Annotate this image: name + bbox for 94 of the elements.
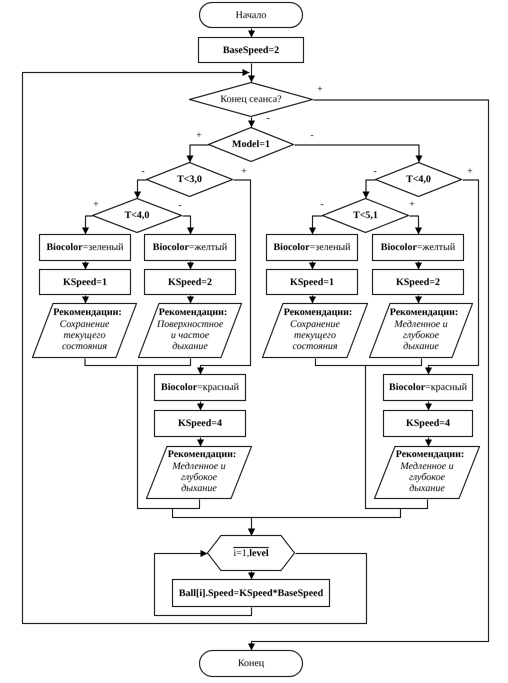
flow-arrow	[82, 261, 89, 270]
flow-arrow	[248, 571, 255, 580]
flow-arrow	[309, 216, 323, 235]
process-label: Biocolor=зеленый	[46, 242, 124, 253]
decision-diamond	[146, 162, 233, 197]
decision-diamond	[189, 82, 313, 117]
decision-diamond	[92, 198, 182, 233]
process-box	[372, 269, 464, 295]
flow-arrow	[197, 437, 204, 447]
output-parallelogram	[369, 303, 473, 358]
process-label: KSpeed=1	[290, 276, 334, 288]
process-label: BaseSpeed=2	[222, 44, 280, 56]
terminator	[199, 650, 303, 677]
condition-label: T<4,0	[124, 210, 150, 221]
output-parallelogram	[138, 303, 242, 358]
flow-arrow	[409, 216, 422, 235]
loop-hexagon	[207, 535, 295, 571]
condition-label: Model=1	[232, 139, 270, 150]
recommendation-heading: Рекомендации:	[396, 449, 464, 460]
process-box	[154, 410, 246, 437]
process-box	[198, 37, 304, 63]
terminator-label: Начало	[236, 10, 266, 20]
flow-arrow	[248, 63, 255, 83]
process-label: KSpeed=2	[168, 276, 212, 288]
recommendation-heading: Рекомендации:	[168, 449, 236, 460]
flow-arrow	[425, 437, 432, 447]
output-parallelogram	[374, 446, 480, 499]
flow-arrow	[187, 295, 194, 304]
process-box	[172, 579, 330, 607]
condition-label: T<3,0	[177, 174, 202, 185]
flow-arrow	[182, 216, 194, 235]
flow-arrow	[134, 180, 147, 199]
flow-arrow	[187, 261, 194, 270]
recommendation-heading: Рекомендации:	[284, 307, 352, 318]
process-label: Biocolor=красный	[161, 382, 239, 393]
flow-arrow	[248, 499, 428, 536]
process-label: Biocolor=зеленый	[274, 242, 350, 253]
process-label: Biocolor=желтый	[152, 242, 228, 253]
flow-arrow	[425, 401, 432, 411]
flow-arrow	[197, 401, 204, 411]
recommendation-heading: Рекомендации:	[53, 307, 122, 318]
process-label: KSpeed=4	[178, 418, 222, 429]
decision-diamond	[322, 198, 409, 233]
flow-arrow	[248, 28, 255, 38]
flow-arrow	[197, 180, 251, 375]
flow-arrow	[309, 261, 316, 270]
flow-arrow	[22, 69, 367, 624]
output-parallelogram	[32, 303, 137, 358]
process-label: Biocolor=красный	[389, 382, 467, 393]
flow-arrow	[362, 180, 376, 199]
terminator-label: Конец	[238, 658, 264, 669]
flow-arrow	[154, 550, 252, 616]
flow-arrow	[248, 100, 489, 651]
flow-arrow	[248, 117, 255, 128]
process-label: Biocolor=желтый	[380, 242, 456, 253]
output-parallelogram	[146, 446, 252, 499]
flow-arrow	[415, 261, 422, 270]
flow-arrow	[309, 295, 316, 304]
recommendation-text: Медленное и глубокое дыхание	[393, 319, 449, 352]
recommendation-text: Поверхностное и частое дыхание	[157, 319, 223, 352]
process-label: Ball[i].Speed=KSpeed*BaseSpeed	[178, 588, 324, 598]
recommendation-heading: Рекомендации:	[158, 307, 228, 318]
process-box	[144, 269, 236, 295]
recommendation-text: Медленное и глубокое дыхание	[171, 461, 227, 494]
process-box	[383, 374, 473, 401]
terminator	[199, 2, 303, 28]
process-label: KSpeed=1	[62, 276, 108, 288]
flow-arrow	[415, 295, 422, 304]
process-box	[383, 410, 473, 437]
process-label: KSpeed=4	[406, 418, 450, 429]
process-box	[144, 234, 236, 261]
process-box	[39, 269, 131, 295]
decision-diamond	[208, 127, 294, 162]
process-box	[266, 234, 358, 261]
condition-label: Конец сеанса?	[220, 94, 282, 105]
process-box	[39, 234, 131, 261]
flow-arrow	[82, 216, 93, 235]
recommendation-text: Сохранение текущего состояния	[58, 319, 110, 352]
flow-arrow	[294, 144, 422, 163]
process-box	[372, 234, 464, 261]
recommendation-text: Сохранение текущего состояния	[289, 319, 341, 352]
condition-label: T<4,0	[406, 174, 431, 185]
output-parallelogram	[262, 303, 368, 358]
condition-label: T<5,1	[353, 210, 378, 221]
loop-label: i=1,level	[233, 548, 269, 558]
recommendation-heading: Рекомендации:	[390, 307, 458, 318]
process-box	[154, 374, 246, 401]
recommendation-text: Медленное и глубокое дыхание	[399, 461, 455, 494]
flow-arrow	[186, 144, 209, 163]
decision-diamond	[375, 162, 462, 197]
process-box	[266, 269, 358, 295]
flow-arrow	[82, 295, 89, 304]
flow-arrow	[425, 180, 479, 375]
process-label: KSpeed=2	[396, 276, 440, 288]
